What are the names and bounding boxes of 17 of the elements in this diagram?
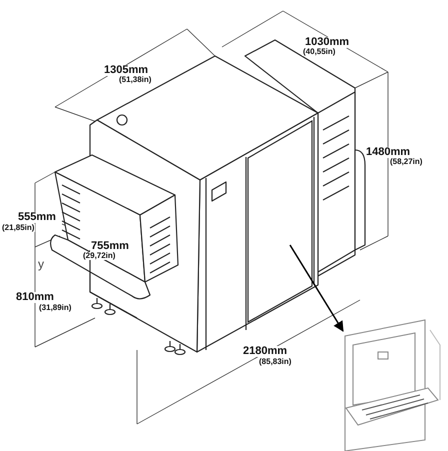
dimension-label: 1305mm (103, 65, 150, 76)
dimension-label: 755mm (90, 241, 130, 252)
dimension-label: (58,27in) (389, 158, 424, 166)
dimension-label: 1480mm (365, 147, 412, 158)
dimension-label: 2180mm (242, 346, 288, 357)
control-panel-drawing (344, 319, 440, 451)
dimension-label: (51,38in) (118, 76, 152, 84)
dimension-label: 555mm (17, 212, 57, 223)
dimension-label: (21,85in) (1, 224, 36, 232)
arrow (289, 244, 344, 332)
dimension-label: 1030mm (304, 37, 350, 48)
dimension-label: (40,55in) (302, 48, 336, 56)
dimension-label: (29,72in) (82, 252, 116, 260)
dimension-label: 810mm (15, 292, 55, 303)
dimension-label: (31,89in) (38, 304, 72, 312)
door-panel (247, 120, 313, 323)
dimension-label: (85,83in) (258, 358, 292, 366)
